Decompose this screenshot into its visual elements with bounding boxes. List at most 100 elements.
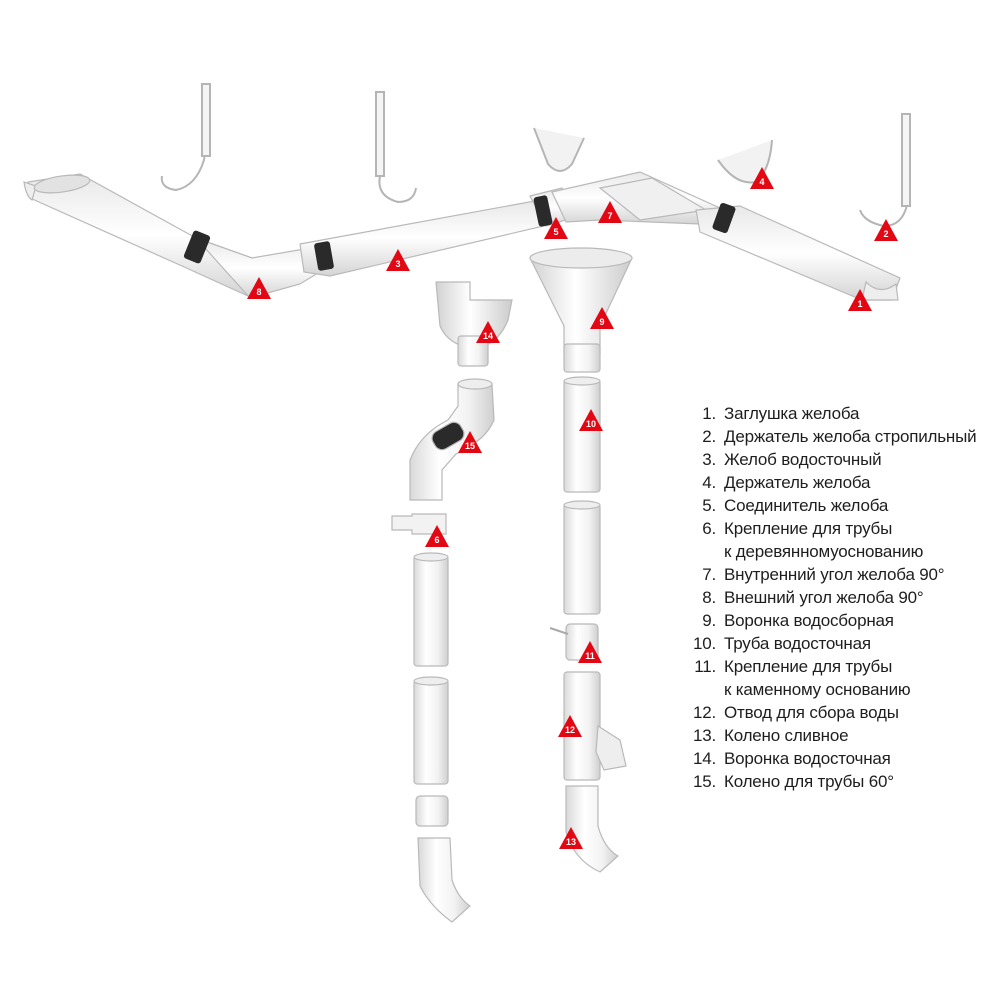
- legend-item: 2. Держатель желоба стропильный: [676, 425, 998, 448]
- marker-triangle: [874, 219, 898, 241]
- legend-item-label: Труба водосточная: [724, 632, 998, 655]
- legend-item-number: 6.: [702, 519, 716, 538]
- pipe-right-1-top: [563, 376, 601, 386]
- part-marker-9: 9: [590, 307, 614, 329]
- part-marker-15: 15: [458, 431, 482, 453]
- legend-item: 12. Отвод для сбора воды: [676, 701, 998, 724]
- part-marker-4: 4: [750, 167, 774, 189]
- outlet-funnel-neck: [457, 335, 489, 367]
- legend-item-line: Желоб водосточный: [724, 450, 882, 469]
- legend-item: 10.Труба водосточная: [676, 632, 998, 655]
- legend-item: 9.Воронка водосборная: [676, 609, 998, 632]
- marker-triangle: [386, 249, 410, 271]
- part-marker-1: 1: [848, 289, 872, 311]
- part-marker-2: 2: [874, 219, 898, 241]
- part-marker-7: 7: [598, 201, 622, 223]
- legend-item-number: 1.: [702, 404, 716, 423]
- legend-item-label: Держатель желоба стропильный: [724, 425, 998, 448]
- legend-item-number: 2.: [702, 427, 716, 446]
- legend-item-number: 5.: [702, 496, 716, 515]
- marker-label: 11: [585, 651, 595, 661]
- legend-item-line: Внешний угол желоба 90°: [724, 588, 924, 607]
- legend-item-line: Держатель желоба: [724, 473, 871, 492]
- gutter-joints: [183, 195, 736, 271]
- marker-triangle: [579, 409, 603, 431]
- legend-item-number: 11.: [694, 657, 716, 676]
- part-marker-14: 14: [476, 321, 500, 343]
- marker-label: 6: [434, 535, 439, 545]
- legend-item-number: 7.: [702, 565, 716, 584]
- pipe-left-clamp: [415, 795, 449, 827]
- legend-item-number: 13.: [692, 726, 716, 745]
- marker-label: 10: [586, 419, 596, 429]
- drain-elbow-left: [417, 837, 471, 923]
- legend-item: 5. Соединитель желоба: [676, 494, 998, 517]
- legend-item-label: Соединитель желоба: [724, 494, 998, 517]
- legend-item: 8.Внешний угол желоба 90°: [676, 586, 998, 609]
- legend-item-line: Держатель желоба стропильный: [724, 427, 977, 446]
- hanger-rafter-3: [859, 115, 910, 228]
- marker-triangle: [578, 641, 602, 663]
- marker-triangle: [458, 431, 482, 453]
- gutter-end-cap-right: [861, 280, 899, 301]
- legend-item-label: Отвод для сбора воды: [724, 701, 998, 724]
- collector-funnel-neck: [563, 343, 601, 373]
- marker-label: 7: [607, 211, 612, 221]
- marker-label: 3: [395, 259, 400, 269]
- marker-label: 2: [883, 229, 888, 239]
- pipe-right-2: [563, 503, 601, 615]
- legend-item-number: 14.: [692, 749, 716, 768]
- branch-tee-spout: [595, 724, 627, 771]
- pipe-left-2: [413, 679, 449, 785]
- hangers: [160, 83, 911, 228]
- marker-triangle: [590, 307, 614, 329]
- joint-5: [533, 195, 553, 227]
- pipe-right-2-top: [563, 500, 601, 510]
- part-marker-13: 13: [559, 827, 583, 849]
- legend-item-number: 12.: [692, 703, 716, 722]
- legend-item-number: 3.: [702, 450, 716, 469]
- elbow-60-ring: [431, 421, 465, 451]
- joint-8: [183, 230, 211, 264]
- gutter-opening-left: [33, 174, 91, 194]
- legend-item-label: Желоб водосточный: [724, 448, 998, 471]
- pipe-left-1-top: [413, 552, 449, 562]
- legend-item-number: 4.: [702, 473, 716, 492]
- legend-item-line: Воронка водосборная: [724, 611, 894, 630]
- marker-triangle: [476, 321, 500, 343]
- legend-item-label: Внешний угол желоба 90°: [724, 586, 998, 609]
- legend-item-label: Колено для трубы 60°: [724, 770, 998, 793]
- marker-label: 13: [566, 837, 576, 847]
- marker-triangle: [544, 217, 568, 239]
- legend-item-line: Труба водосточная: [724, 634, 871, 653]
- marker-triangle: [247, 277, 271, 299]
- legend-item-label: Заглушка желоба: [724, 402, 998, 425]
- marker-triangle: [559, 827, 583, 849]
- legend-item: 15.Колено для трубы 60°: [676, 770, 998, 793]
- legend-item: 7. Внутренний угол желоба 90°: [676, 563, 998, 586]
- pipe-left-1: [413, 555, 449, 667]
- marker-label: 4: [759, 177, 764, 187]
- legend-item-line: к деревянномуоснованию: [724, 542, 924, 561]
- joint-3a: [314, 241, 334, 271]
- pipe-left-2-top: [413, 676, 449, 686]
- marker-triangle: [848, 289, 872, 311]
- marker-triangle: [558, 715, 582, 737]
- hanger-rafter-1: [160, 85, 210, 192]
- legend-item-line: Колено для трубы 60°: [724, 772, 894, 791]
- left-downpipe-column: [391, 281, 513, 923]
- legend-item-line: Крепление для трубы: [724, 657, 893, 676]
- legend-item: 1. Заглушка желоба: [676, 402, 998, 425]
- legend-item-label: Внутренний угол желоба 90°: [724, 563, 998, 586]
- legend-item-line: к каменному основанию: [724, 680, 911, 699]
- wood-clamp: [391, 513, 447, 535]
- hanger-front-4: [533, 127, 585, 172]
- legend-item: 3. Желоб водосточный: [676, 448, 998, 471]
- part-marker-6: 6: [425, 525, 449, 547]
- part-marker-12: 12: [558, 715, 582, 737]
- gutter-end-cap-left: [23, 181, 37, 201]
